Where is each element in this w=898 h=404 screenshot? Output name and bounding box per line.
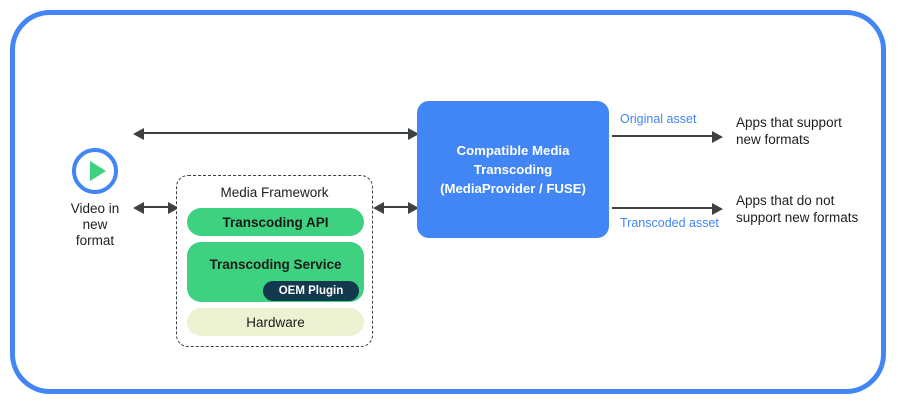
arrow-head-right-icon — [712, 131, 723, 143]
label-apps-that-do-not-support-new-formats: Apps that do not support new formats — [736, 193, 859, 225]
arrow-head-left-icon — [133, 202, 144, 214]
play-triangle-icon — [89, 161, 106, 181]
arrow-head-left-icon — [133, 128, 144, 140]
media-framework-container: Media Framework Transcoding API Transcod… — [176, 175, 373, 347]
label-apps-that-support-new-formats: Apps that support new formats — [736, 115, 842, 147]
video-source-group: Video in new format — [45, 148, 145, 249]
video-source-caption: Video in new format — [70, 201, 120, 248]
play-circle-icon — [72, 148, 118, 194]
connector-framework-to-transcoding-line — [382, 206, 410, 208]
label-transcoded-asset: Transcoded asset — [620, 216, 719, 230]
arrow-head-right-icon — [408, 128, 419, 140]
arrow-head-right-icon — [168, 202, 179, 214]
connector-video-to-framework-line — [142, 206, 170, 208]
connector-original-asset-line — [612, 135, 716, 137]
connector-transcoded-asset-line — [612, 207, 716, 209]
arrow-head-right-icon — [712, 203, 723, 215]
layer-hardware: Hardware — [187, 308, 364, 336]
connector-video-to-transcoding-line — [142, 132, 410, 134]
arrow-head-right-icon — [408, 202, 419, 214]
compatible-media-transcoding-box: Compatible Media Transcoding (MediaProvi… — [417, 101, 609, 238]
label-original-asset: Original asset — [620, 112, 697, 126]
media-framework-title: Media Framework — [220, 185, 329, 200]
layer-transcoding-api: Transcoding API — [187, 208, 364, 236]
arrow-head-left-icon — [373, 202, 384, 214]
oem-plugin-badge: OEM Plugin — [263, 281, 359, 301]
